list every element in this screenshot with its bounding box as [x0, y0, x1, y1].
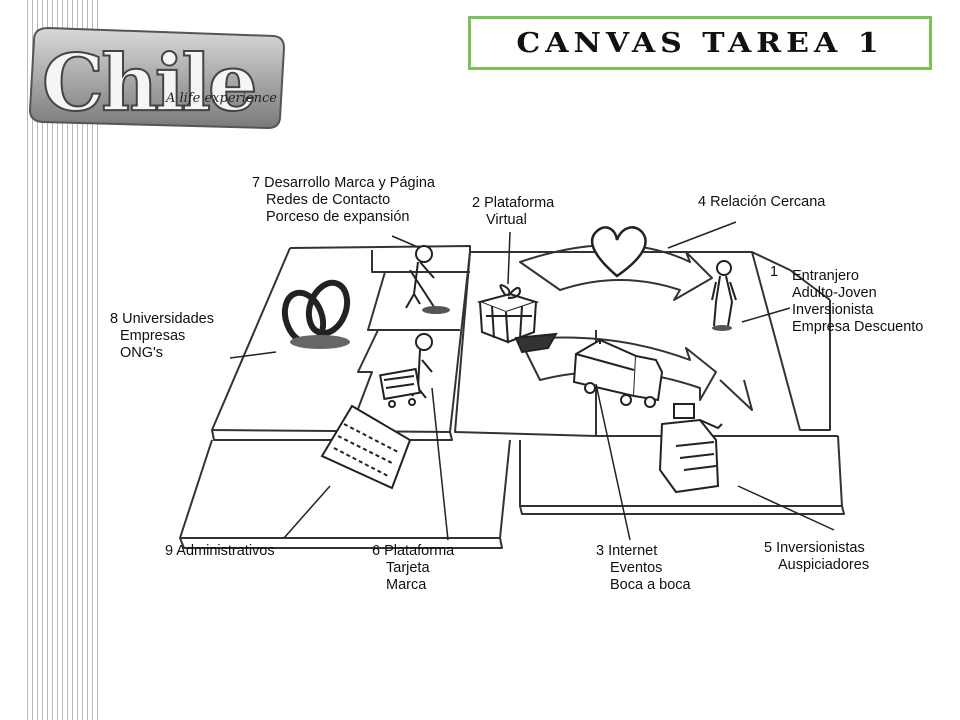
- block-3-label: 3 Internet Eventos Boca a boca: [596, 543, 691, 594]
- page-title: CANVAS TAREA 1: [516, 27, 884, 59]
- block-5-heading: 5 Inversionistas: [764, 540, 865, 556]
- block-1-label: Entranjero Adulto-Joven Inversionista Em…: [792, 268, 923, 336]
- block-2-label: 2 Plataforma Virtual: [472, 195, 554, 229]
- title-box: CANVAS TAREA 1: [468, 16, 932, 70]
- block-3-heading: 3 Internet: [596, 543, 658, 559]
- gift-icon: [476, 284, 558, 354]
- worker-cart-icon: [379, 333, 433, 408]
- block-7-line-1: Redes de Contacto: [266, 192, 391, 208]
- block-4-label: 4 Relación Cercana: [698, 194, 825, 211]
- block-1-heading: 1: [770, 264, 779, 280]
- block-1-number: 1: [770, 264, 778, 281]
- block-9-heading: 9 Administrativos: [165, 543, 275, 559]
- block-1-line-3: Inversionista: [792, 302, 874, 318]
- person-standing-icon: [711, 260, 737, 331]
- block-3-line-2: Boca a boca: [610, 577, 691, 593]
- block-6-line-1: Tarjeta: [386, 560, 430, 576]
- block-1-line-1: Entranjero: [792, 268, 859, 284]
- block-7-heading: 7 Desarrollo Marca y Página: [252, 175, 435, 191]
- logo-tagline: A life experience: [165, 91, 277, 106]
- truck-icon: [572, 338, 664, 408]
- cash-register-icon: [658, 403, 723, 494]
- block-6-label: 6 Plataforma Tarjeta Marca: [372, 543, 454, 594]
- document-icon: [320, 404, 412, 490]
- block-5-line-1: Auspiciadores: [778, 557, 870, 573]
- worker-digging-icon: [405, 245, 450, 314]
- block-4-heading: 4 Relación Cercana: [698, 194, 826, 210]
- block-2-heading: 2 Plataforma: [472, 195, 555, 211]
- rings-icon: [281, 279, 351, 349]
- block-3-line-1: Eventos: [610, 560, 663, 576]
- block-8-heading: 8 Universidades: [110, 311, 214, 327]
- logo-word: Chile: [42, 38, 255, 129]
- heart-icon: [590, 226, 647, 278]
- chile-logo: Chile A life experience: [28, 26, 286, 130]
- block-6-heading: 6 Plataforma: [372, 543, 455, 559]
- block-1-line-2: Adulto-Joven: [792, 285, 877, 301]
- block-7-line-2: Porceso de expansión: [266, 209, 410, 225]
- block-6-line-2: Marca: [386, 577, 427, 593]
- block-1-line-4: Empresa Descuento: [792, 319, 924, 335]
- block-7-label: 7 Desarrollo Marca y Página Redes de Con…: [252, 175, 435, 226]
- block-8-line-1: Empresas: [120, 328, 186, 344]
- block-9-label: 9 Administrativos: [165, 543, 275, 560]
- block-5-label: 5 Inversionistas Auspiciadores: [764, 540, 869, 574]
- block-2-line-1: Virtual: [486, 212, 527, 228]
- block-8-label: 8 Universidades Empresas ONG's: [110, 311, 214, 362]
- block-8-line-2: ONG's: [120, 345, 164, 361]
